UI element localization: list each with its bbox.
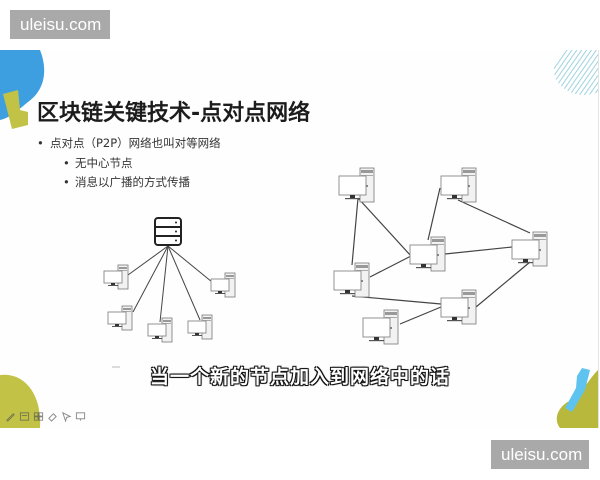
bullet-item: • 消息以广播的方式传播 [37, 174, 221, 193]
computer-icon [440, 289, 477, 325]
slides-icon[interactable] [19, 411, 30, 422]
decor-top-right [554, 50, 598, 95]
grid-icon[interactable] [33, 411, 44, 422]
computer-icon [103, 264, 129, 290]
bullet-item: • 点对点（P2P）网络也叫对等网络 [37, 135, 221, 155]
slide-title: 区块链关键技术-点对点网络 [37, 101, 311, 126]
computer-icon [511, 231, 548, 267]
server-icon [154, 217, 182, 246]
bullet-list: • 点对点（P2P）网络也叫对等网络 • 无中心节点 • 消息以广播的方式传播 [37, 135, 221, 193]
p2p-network-diagram [333, 167, 548, 345]
pointer-icon[interactable] [61, 411, 72, 422]
computer-icon [210, 272, 236, 298]
bullet-text: 点对点（P2P）网络也叫对等网络 [50, 136, 221, 150]
computer-icon [409, 236, 446, 272]
decor-bottom-left [0, 374, 41, 428]
watermark-bottom: uleisu.com [491, 440, 589, 469]
pen-icon[interactable] [5, 411, 16, 422]
computer-icon [362, 309, 399, 345]
centralized-network-diagram [103, 217, 236, 343]
video-subtitle: 当一个新的节点加入到网络中的话 [149, 366, 450, 388]
bullet-text: 无中心节点 [75, 156, 133, 170]
slideshow-toolbar [5, 411, 86, 422]
bullet-dot: • [63, 175, 70, 189]
slide-graphics [0, 50, 598, 428]
eraser-icon[interactable] [47, 411, 58, 422]
bullet-dot: • [37, 136, 44, 150]
decor-top-left [0, 50, 45, 129]
computer-icon [333, 262, 370, 298]
computer-icon [338, 167, 375, 203]
computer-icon [187, 314, 213, 340]
computer-icon [107, 305, 133, 331]
bullet-item: • 无中心节点 [37, 155, 221, 174]
watermark-top: uleisu.com [10, 10, 110, 39]
bullet-dot: • [63, 156, 70, 170]
screen-icon[interactable] [75, 411, 86, 422]
decor-bottom-right [556, 368, 598, 428]
bullet-text: 消息以广播的方式传播 [75, 175, 190, 189]
presentation-slide: 区块链关键技术-点对点网络 • 点对点（P2P）网络也叫对等网络 • 无中心节点… [0, 50, 599, 428]
computer-icon [440, 167, 477, 203]
